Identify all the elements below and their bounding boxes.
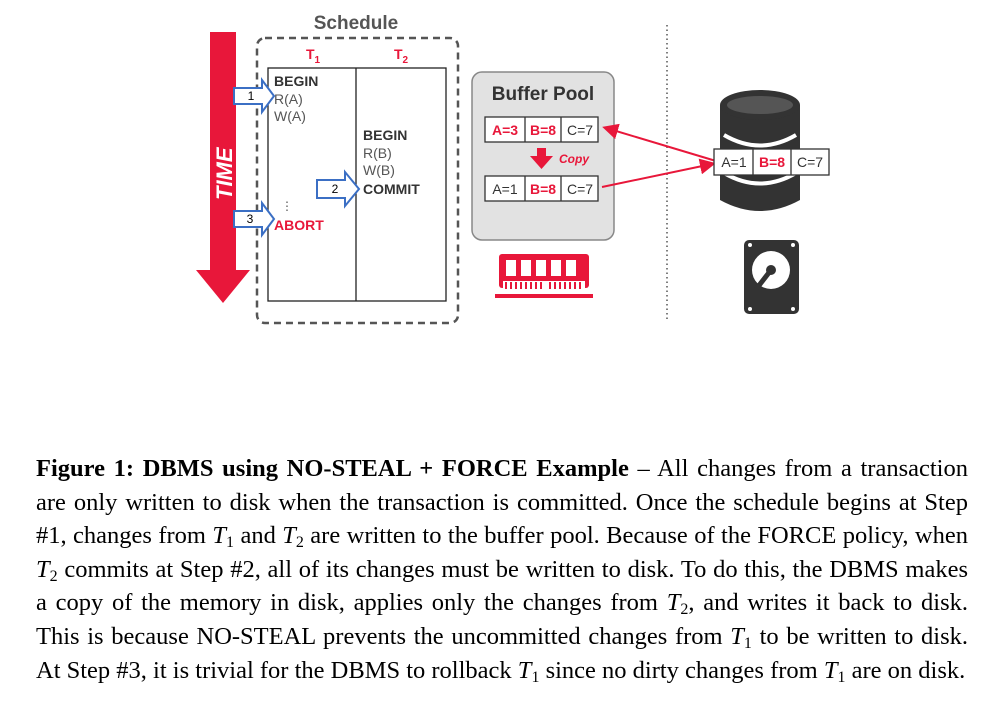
t2-header: T2: [394, 46, 409, 66]
disk-row: A=1 B=8 C=7: [713, 148, 830, 176]
t1-op-write: W(A): [274, 108, 306, 124]
figure-caption: Figure 1: DBMS using NO-STEAL + FORCE Ex…: [36, 455, 968, 686]
svg-text:B=8: B=8: [759, 154, 785, 170]
svg-text:C=7: C=7: [567, 122, 593, 138]
svg-text:2: 2: [332, 182, 339, 196]
t2-op-write: W(B): [363, 162, 395, 178]
disk-to-buffer-arrow: [602, 123, 717, 162]
t2-op-commit: COMMIT: [363, 181, 420, 197]
svg-text:B=8: B=8: [530, 181, 556, 197]
step-arrow-1: 1: [233, 77, 276, 115]
time-arrow: TIME: [196, 32, 250, 303]
ram-chip-icon: [495, 254, 593, 298]
t1-op-read: R(A): [274, 91, 303, 107]
buffer-row-before: A=3 B=8 C=7: [484, 116, 599, 143]
svg-text:1: 1: [248, 89, 255, 103]
svg-text:C=7: C=7: [567, 181, 593, 197]
buffer-row-after: A=1 B=8 C=7: [484, 175, 599, 202]
t1-op-abort: ABORT: [274, 217, 324, 233]
schedule-title: Schedule: [314, 13, 398, 34]
hard-drive-icon: [744, 240, 799, 314]
buffer-to-disk-arrow: [601, 158, 716, 188]
svg-text:A=1: A=1: [721, 154, 747, 170]
schedule-table: [267, 67, 447, 302]
copy-label: Copy: [559, 152, 590, 166]
svg-text:C=7: C=7: [797, 154, 823, 170]
schedule-frame: [255, 36, 460, 325]
t2-op-read: R(B): [363, 145, 392, 161]
t2-op-begin: BEGIN: [363, 127, 407, 143]
time-label: TIME: [212, 146, 237, 200]
svg-text:B=8: B=8: [530, 122, 556, 138]
buffer-pool-title: Buffer Pool: [492, 84, 594, 105]
t1-header: T1: [306, 46, 321, 66]
caption-lead: Figure 1: DBMS using NO-STEAL + FORCE Ex…: [36, 455, 629, 482]
step-arrow-3: 3: [233, 200, 276, 238]
figure-diagram: TIME Schedule T1 T2 BEGIN R(A) W(A) ⋮ AB…: [0, 0, 997, 330]
svg-text:3: 3: [247, 212, 254, 226]
svg-text:A=3: A=3: [492, 122, 518, 138]
svg-text:A=1: A=1: [492, 181, 518, 197]
t1-op-begin: BEGIN: [274, 73, 318, 89]
step-arrow-2: 2: [316, 169, 361, 209]
t1-ellipsis: ⋮: [281, 199, 293, 213]
copy-arrow: Copy: [530, 148, 590, 169]
